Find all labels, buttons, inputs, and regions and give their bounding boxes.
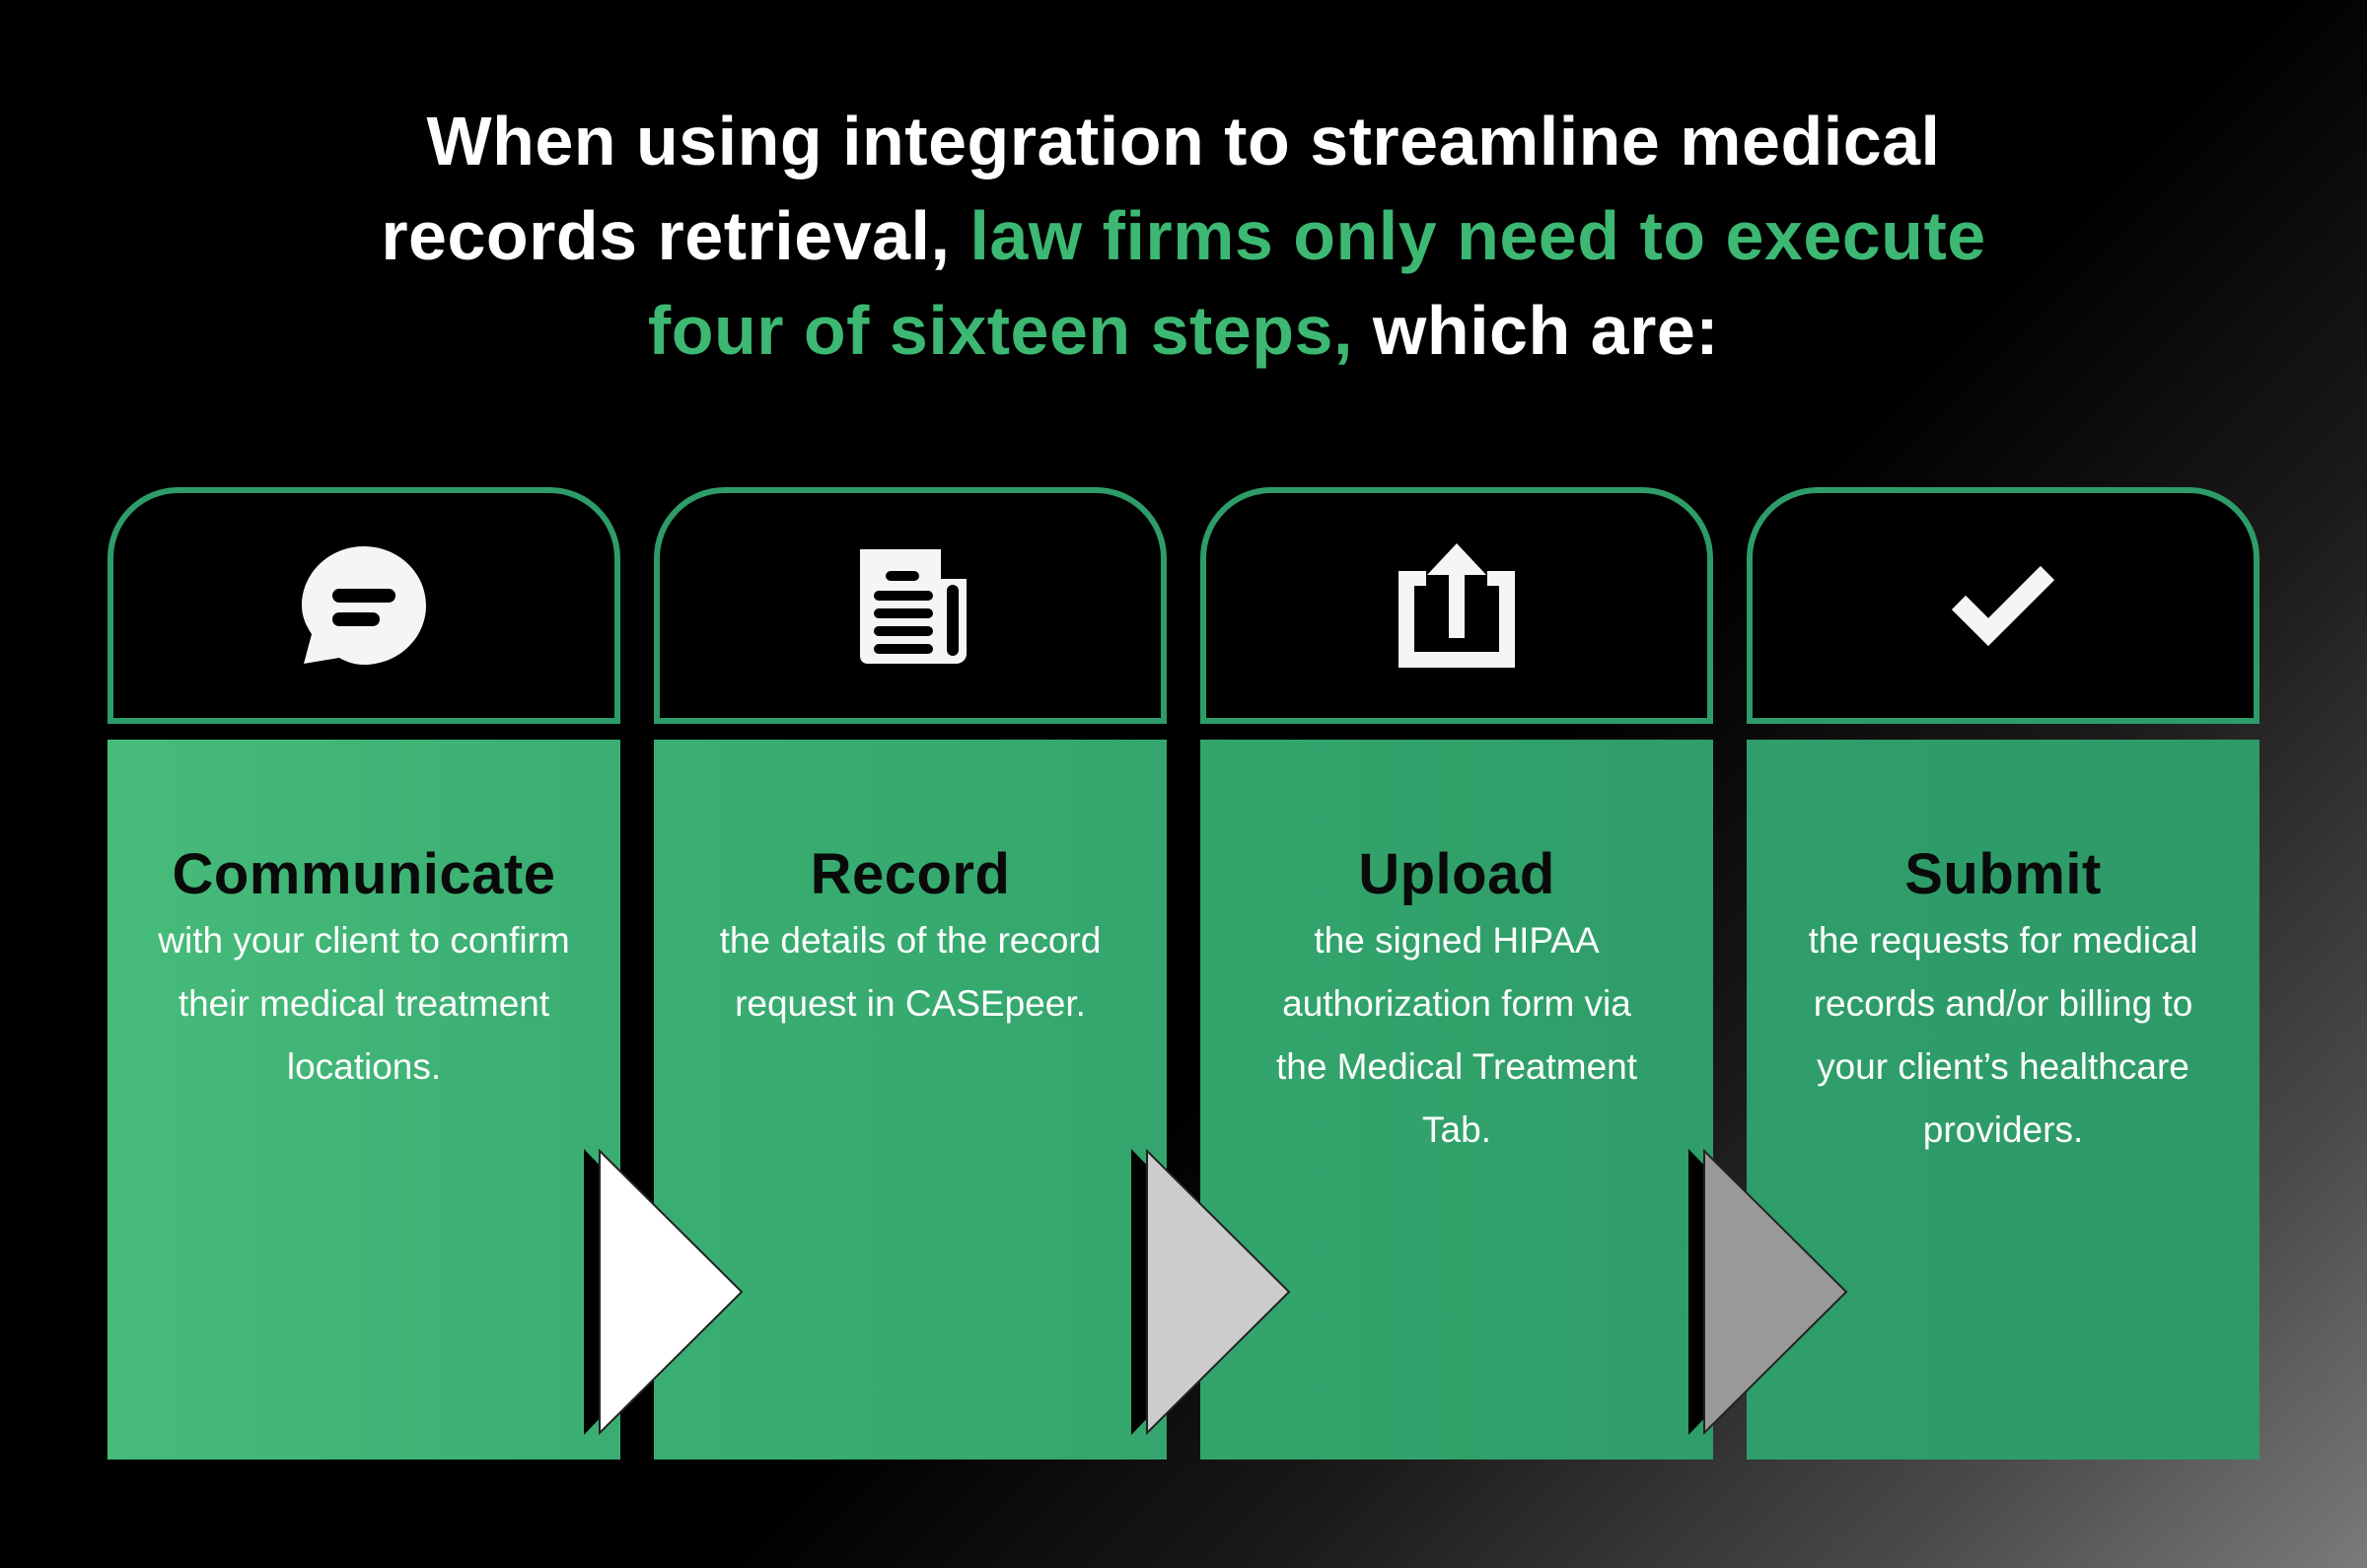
- step-arrow-2: [1131, 1149, 1291, 1435]
- step-card-body: Upload the signed HIPAA authorization fo…: [1200, 740, 1713, 1460]
- step-description: the details of the record request in CAS…: [719, 920, 1102, 1024]
- headline-line-2: records retrieval, law firms only need t…: [197, 188, 2170, 283]
- headline-highlight-1: law firms only need to execute: [969, 197, 1986, 274]
- document-icon: [850, 545, 970, 666]
- headline-line-3-white: which are:: [1352, 292, 1720, 369]
- headline-line-3: four of sixteen steps, which are:: [197, 283, 2170, 378]
- step-title: Submit: [1904, 842, 2102, 906]
- step-arrow-3: [1688, 1149, 1848, 1435]
- step-card-header: [1747, 487, 2259, 724]
- step-card-header: [1200, 487, 1713, 724]
- headline-line-2-white: records retrieval,: [381, 197, 970, 274]
- headline-highlight-2: four of sixteen steps,: [647, 292, 1353, 369]
- step-card-header: [108, 487, 620, 724]
- step-title: Record: [810, 842, 1011, 906]
- step-card-body: Submit the requests for medical records …: [1747, 740, 2259, 1460]
- step-card-upload: Upload the signed HIPAA authorization fo…: [1200, 487, 1713, 1460]
- upload-share-icon: [1393, 541, 1521, 670]
- step-title: Upload: [1358, 842, 1555, 906]
- step-card-record: Record the details of the record request…: [654, 487, 1167, 1460]
- checkmark-icon: [1949, 561, 2057, 650]
- step-card-body: Record the details of the record request…: [654, 740, 1167, 1460]
- step-description: with your client to confirm their medica…: [158, 920, 570, 1087]
- step-card-communicate: Communicate with your client to confirm …: [108, 487, 620, 1460]
- headline-line-1: When using integration to streamline med…: [426, 103, 1941, 179]
- step-description: the signed HIPAA authorization form via …: [1275, 920, 1638, 1150]
- step-card-header: [654, 487, 1167, 724]
- step-description: the requests for medical records and/or …: [1808, 920, 2198, 1150]
- step-card-submit: Submit the requests for medical records …: [1747, 487, 2259, 1460]
- step-title: Communicate: [172, 842, 556, 906]
- headline: When using integration to streamline med…: [197, 94, 2170, 378]
- step-arrow-1: [584, 1149, 744, 1435]
- step-card-body: Communicate with your client to confirm …: [108, 740, 620, 1460]
- chat-bubble-icon: [300, 541, 428, 670]
